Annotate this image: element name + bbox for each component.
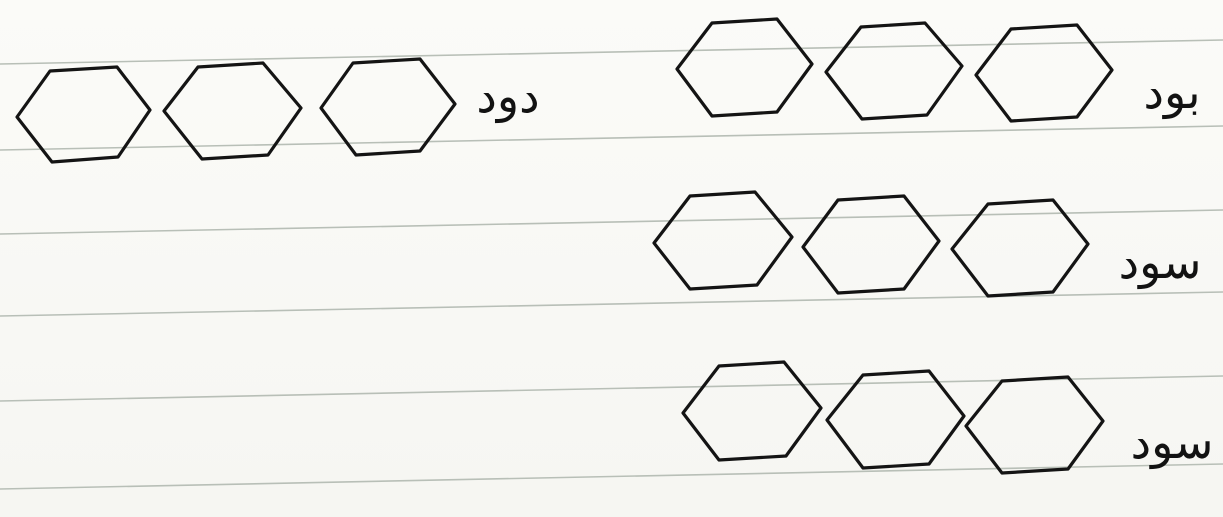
- ruled-line: [0, 463, 1223, 490]
- ruled-line: [0, 39, 1223, 65]
- letter-box[interactable]: [974, 23, 1114, 123]
- letter-box[interactable]: [15, 65, 152, 164]
- letter-box[interactable]: [824, 21, 964, 121]
- word-group-sud-second: سود: [681, 360, 1214, 475]
- word-label: دود: [476, 69, 539, 124]
- ruled-line: [0, 291, 1223, 317]
- ruled-lines: [0, 39, 1223, 490]
- letter-box[interactable]: [964, 375, 1105, 475]
- word-label: سود: [1131, 415, 1214, 470]
- letter-box[interactable]: [319, 57, 457, 157]
- word-label: بود: [1143, 65, 1200, 120]
- ruled-line: [0, 125, 1223, 151]
- letter-box[interactable]: [825, 369, 966, 470]
- word-group-dud: دود: [15, 57, 540, 164]
- letter-box[interactable]: [681, 360, 823, 462]
- letter-box[interactable]: [675, 17, 814, 118]
- letter-box[interactable]: [950, 198, 1090, 298]
- letter-box[interactable]: [162, 61, 303, 161]
- letter-box[interactable]: [652, 190, 794, 291]
- word-label: سود: [1119, 235, 1202, 290]
- letter-box[interactable]: [801, 194, 941, 295]
- ruled-line: [0, 209, 1223, 235]
- word-group-bud: بود: [675, 17, 1201, 123]
- word-group-sud: سود: [652, 190, 1202, 298]
